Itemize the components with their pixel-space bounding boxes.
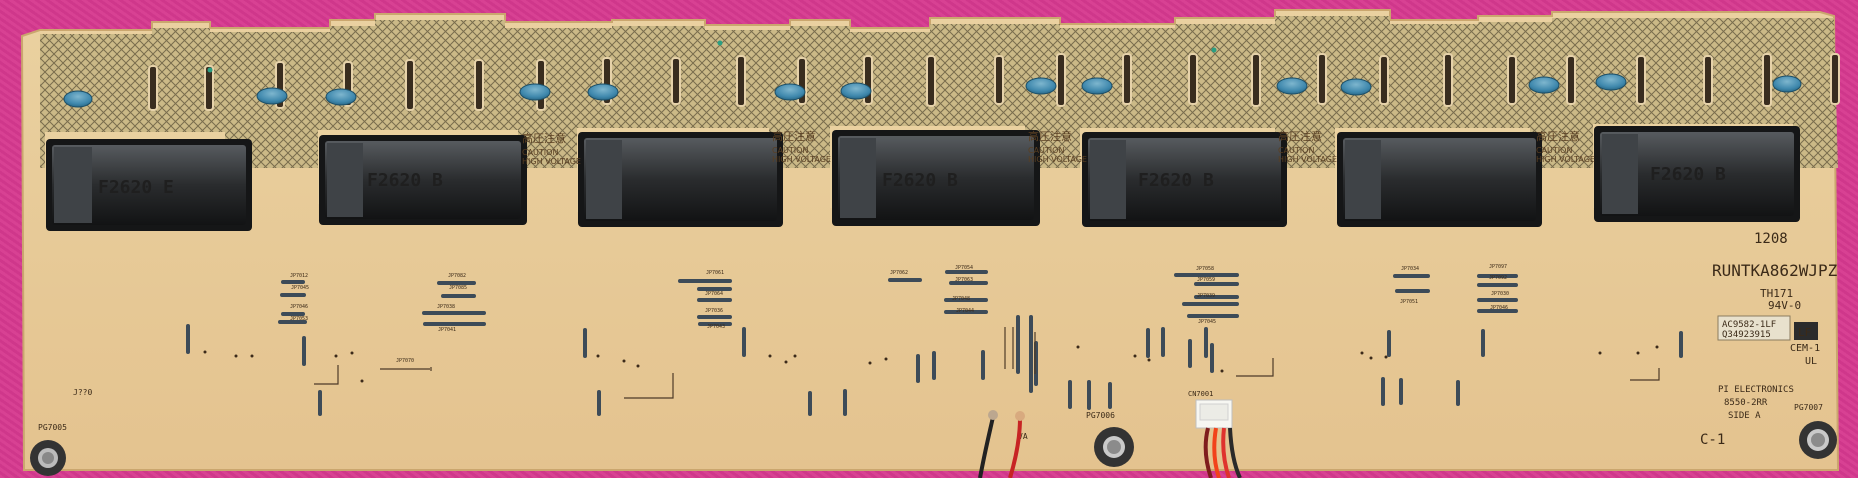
green-markers bbox=[207, 40, 1217, 73]
jp-label-4: JP7053 bbox=[290, 316, 308, 322]
hv-capacitors bbox=[63, 73, 1802, 108]
caution-kanji-4: 高圧注意 bbox=[1278, 129, 1322, 143]
caution-line1-4: CAUTION bbox=[1278, 146, 1314, 155]
board-slots bbox=[148, 53, 1840, 111]
solder-dots bbox=[203, 345, 1659, 383]
board-markings-bottom: PG7005 PG7006 PG7007 CN7001 VA J??0 bbox=[38, 388, 1823, 441]
wire-va-label: VA bbox=[1018, 432, 1028, 441]
transformer-6 bbox=[1337, 132, 1542, 227]
caution-line2-3: HIGH VOLTAGE bbox=[1028, 155, 1087, 164]
part-number: RUNTKA862WJPZ bbox=[1712, 261, 1838, 280]
vertical-jumpers bbox=[186, 315, 1683, 416]
transformers: F2620 E F2620 B F2620 B bbox=[46, 126, 1800, 231]
transformer-4: F2620 B bbox=[832, 130, 1040, 226]
jp-label-10: JP7064 bbox=[705, 291, 723, 297]
jp-label-26: JP7030 bbox=[1491, 291, 1509, 297]
jp-label-23: JP7051 bbox=[1400, 299, 1418, 305]
jp-label-9: JP7061 bbox=[706, 270, 724, 276]
caution-line1-1: CAUTION bbox=[522, 148, 558, 157]
caution-line2-4: HIGH VOLTAGE bbox=[1278, 155, 1337, 164]
jp-label-1: JP7012 bbox=[290, 273, 308, 279]
rev-code: 1208 bbox=[1754, 231, 1788, 247]
jumper-text-left: J??0 bbox=[73, 388, 92, 397]
corner-mark: C-1 bbox=[1700, 432, 1725, 448]
caution-kanji-5: 高圧注意 bbox=[1536, 129, 1580, 143]
small-trace-details bbox=[314, 327, 1660, 399]
bottom-connector-and-wires bbox=[978, 399, 1242, 478]
transformer-3 bbox=[578, 132, 783, 227]
sticker-line2: Q34923915 bbox=[1722, 330, 1771, 340]
side-code-text: SIDE A bbox=[1728, 411, 1761, 421]
jp-label-8: JP7041 bbox=[438, 327, 456, 333]
ul-text: UL bbox=[1805, 356, 1817, 367]
jp-label-2: JP7045 bbox=[291, 285, 309, 291]
jp-label-6: JP7085 bbox=[449, 285, 467, 291]
caution-print-1: 高圧注意 CAUTION HIGH VOLTAGE bbox=[522, 131, 581, 166]
transformer-label-2: F2620 B bbox=[367, 170, 443, 191]
caution-kanji-2: 高圧注意 bbox=[772, 129, 816, 143]
transformer-2: F2620 B bbox=[319, 135, 527, 225]
board-markings-right: 1208 RUNTKA862WJPZ TH171 94V-0 AC9582-1L… bbox=[1700, 231, 1838, 448]
transformer-5: F2620 B bbox=[1082, 132, 1287, 227]
transformer-7: F2620 B bbox=[1594, 126, 1800, 222]
th-mark: TH171 bbox=[1760, 287, 1793, 300]
transformer-1: F2620 E bbox=[46, 139, 252, 231]
model-code-text: 8550-2RR bbox=[1724, 398, 1768, 408]
transformer-label-5: F2620 B bbox=[1138, 170, 1214, 191]
jp-label-13: JP7062 bbox=[890, 270, 908, 276]
lf-box bbox=[1794, 322, 1818, 340]
transformer-label-7: F2620 B bbox=[1650, 164, 1726, 185]
jumper-labels: JP7012 JP7045 JP7046 JP7053 JP7082 JP708… bbox=[290, 264, 1509, 364]
jp-label-21: JP7045 bbox=[1198, 319, 1216, 325]
sticker-line1: AC9582-1LF bbox=[1722, 320, 1776, 330]
jumper-wire-rows bbox=[186, 270, 1683, 416]
caution-kanji-3: 高圧注意 bbox=[1028, 129, 1072, 143]
caution-print-3: 高圧注意 CAUTION HIGH VOLTAGE bbox=[1028, 129, 1087, 164]
sticker-box bbox=[1717, 315, 1791, 341]
caution-line1-5: CAUTION bbox=[1536, 146, 1572, 155]
pg-right-label: PG7007 bbox=[1794, 403, 1823, 412]
jp-label-11: JP7036 bbox=[705, 308, 723, 314]
jp-label-24: JP7097 bbox=[1489, 264, 1507, 270]
cn-label: CN7001 bbox=[1188, 390, 1213, 398]
jp-label-19: JP7059 bbox=[1197, 277, 1215, 283]
jp-label-18: JP7058 bbox=[1196, 266, 1214, 272]
caution-line1-2: CAUTION bbox=[772, 146, 808, 155]
caution-print-5: 高圧注意 CAUTION HIGH VOLTAGE bbox=[1536, 129, 1595, 164]
jp-label-22: JP7034 bbox=[1401, 266, 1419, 272]
caution-line2-5: HIGH VOLTAGE bbox=[1536, 155, 1595, 164]
mounting-holes bbox=[30, 421, 1837, 476]
jp-label-25: JP7092 bbox=[1489, 275, 1507, 281]
manufacturer-text: PI ELECTRONICS bbox=[1718, 385, 1794, 395]
jp-label-20: JP7039 bbox=[1197, 293, 1215, 299]
jp-label-17: JP7044 bbox=[956, 308, 974, 314]
jp-label-3: JP7046 bbox=[290, 304, 308, 310]
caution-kanji-1: 高圧注意 bbox=[522, 131, 566, 145]
transformer-label-1: F2620 E bbox=[98, 177, 174, 198]
jp-label-12: JP7043 bbox=[707, 324, 725, 330]
cem-text: CEM-1 bbox=[1790, 343, 1820, 354]
jp-label-14: JP7054 bbox=[955, 265, 973, 271]
pg-left-label: PG7005 bbox=[38, 423, 67, 432]
jp-label-28: JP7070 bbox=[396, 358, 414, 364]
caution-line1-3: CAUTION bbox=[1028, 146, 1064, 155]
caution-prints: 高圧注意 CAUTION HIGH VOLTAGE 高圧注意 CAUTION H… bbox=[522, 129, 1595, 166]
jp-label-5: JP7082 bbox=[448, 273, 466, 279]
v0-mark: 94V-0 bbox=[1768, 299, 1801, 312]
caution-line2-2: HIGH VOLTAGE bbox=[772, 155, 831, 164]
jp-label-27: JP7046 bbox=[1490, 305, 1508, 311]
pg-mid-label: PG7006 bbox=[1086, 411, 1115, 420]
caution-print-2: 高圧注意 CAUTION HIGH VOLTAGE bbox=[772, 129, 831, 164]
caution-print-4: 高圧注意 CAUTION HIGH VOLTAGE bbox=[1278, 129, 1337, 164]
jp-label-16: JP7048 bbox=[952, 296, 970, 302]
jp-label-15: JP7063 bbox=[955, 277, 973, 283]
lf-text: LF bbox=[1798, 326, 1811, 339]
transformer-label-4: F2620 B bbox=[882, 170, 958, 191]
caution-line2-1: HIGH VOLTAGE bbox=[522, 157, 581, 166]
jp-label-7: JP7038 bbox=[437, 304, 455, 310]
